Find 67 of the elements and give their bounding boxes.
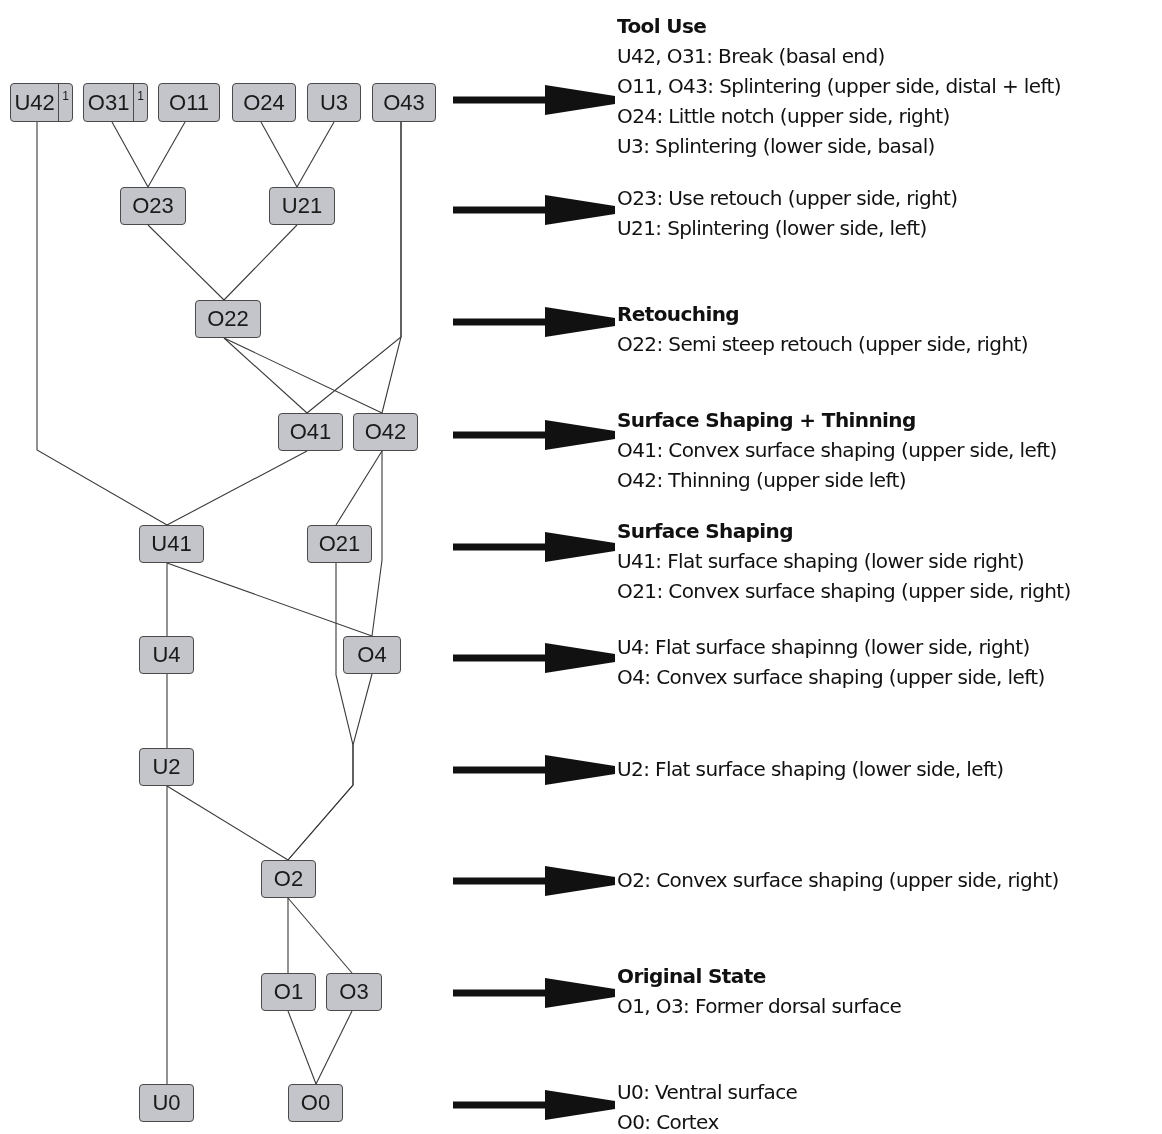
- connector-line: [111, 121, 149, 188]
- label-box: O3: [326, 973, 382, 1011]
- description-text: U3: Splintering (lower side, basal): [617, 133, 936, 160]
- label-box: O42: [353, 413, 418, 451]
- label-box: O23: [120, 187, 186, 225]
- connector-line: [381, 121, 402, 414]
- connector-line: [147, 224, 225, 301]
- label-box: U41: [139, 525, 204, 563]
- connector-line: [223, 337, 308, 414]
- connector-line: [223, 224, 298, 301]
- label-box: U4: [139, 636, 194, 674]
- connector-line: [147, 121, 186, 188]
- description-text: O42: Thinning (upper side left): [617, 467, 908, 494]
- label-box: U21: [269, 187, 335, 225]
- label-box: O22: [195, 300, 261, 338]
- connector-line: [287, 1010, 317, 1085]
- description-text: O2: Convex surface shaping (upper side, right): [617, 867, 1060, 894]
- section-heading: Retouching: [617, 301, 740, 328]
- connector-line: [371, 450, 383, 637]
- description-text: O24: Little notch (upper side, right): [617, 103, 951, 130]
- label-box: O0: [288, 1084, 343, 1122]
- section-heading: Original State: [617, 963, 767, 990]
- label-box: U0: [139, 1084, 194, 1122]
- connector-line: [287, 673, 373, 861]
- label-box: O11: [158, 83, 220, 122]
- label-box: O24: [232, 83, 296, 122]
- description-text: O23: Use retouch (upper side, right): [617, 185, 959, 212]
- description-text: U21: Splintering (lower side, left): [617, 215, 928, 242]
- label-box: O21: [307, 525, 372, 563]
- description-text: U42, O31: Break (basal end): [617, 43, 886, 70]
- description-text: U41: Flat surface shaping (lower side right): [617, 548, 1025, 575]
- label-box: O4: [343, 636, 401, 674]
- connector-line: [166, 562, 168, 637]
- label-box: O41: [278, 413, 343, 451]
- label-box: U42 1: [10, 83, 73, 122]
- section-heading: Surface Shaping: [617, 518, 794, 545]
- connector-line: [36, 121, 168, 526]
- section-heading: Surface Shaping + Thinning: [617, 407, 917, 434]
- description-text: U2: Flat surface shaping (lower side, left): [617, 756, 1005, 783]
- label-box: O2: [261, 860, 316, 898]
- connector-line: [296, 121, 335, 188]
- connector-line: [287, 897, 353, 974]
- label-box: U2: [139, 748, 194, 786]
- label-box: O43: [372, 83, 436, 122]
- description-text: O21: Convex surface shaping (upper side, right): [617, 578, 1072, 605]
- connector-line: [315, 1010, 353, 1085]
- label-box: O1: [261, 973, 316, 1011]
- description-text: O11, O43: Splintering (upper side, distal + left): [617, 73, 1063, 100]
- label-box: U3: [307, 83, 361, 122]
- description-text: O0: Cortex: [617, 1109, 720, 1134]
- description-text: U4: Flat surface shapinng (lower side, right): [617, 634, 1031, 661]
- section-heading: Tool Use: [617, 13, 708, 40]
- label-box: O31 1: [83, 83, 148, 122]
- description-text: U0: Ventral surface: [617, 1079, 799, 1106]
- connector-line: [287, 897, 289, 974]
- description-text: O22: Semi steep retouch (upper side, right): [617, 331, 1029, 358]
- connector-line: [166, 562, 373, 637]
- description-text: O4: Convex surface shaping (upper side, left): [617, 664, 1046, 691]
- connector-line: [166, 450, 308, 526]
- description-text: O1, O3: Former dorsal surface: [617, 993, 903, 1020]
- connector-line: [166, 785, 289, 861]
- connector-line: [335, 450, 383, 526]
- connector-line: [260, 121, 298, 188]
- connector-line: [166, 673, 168, 749]
- connector-line: [223, 337, 383, 414]
- description-text: O41: Convex surface shaping (upper side, left): [617, 437, 1058, 464]
- connector-line: [166, 785, 168, 1085]
